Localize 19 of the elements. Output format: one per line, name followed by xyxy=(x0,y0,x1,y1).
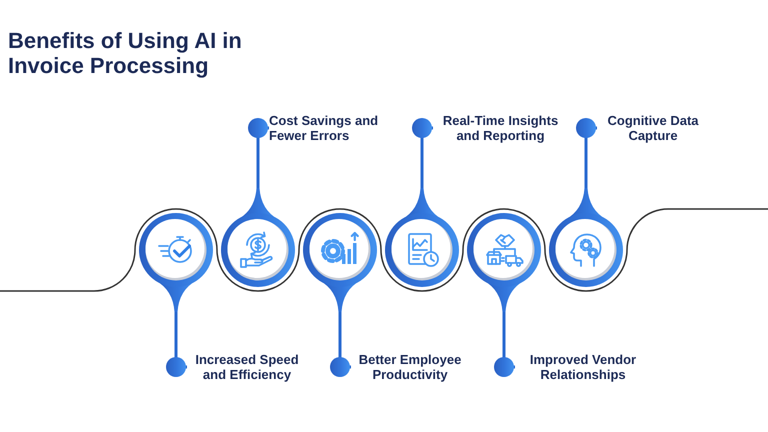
leader-line xyxy=(412,118,433,188)
leader-line xyxy=(248,118,269,188)
icon-pin xyxy=(385,188,459,287)
leader-line xyxy=(494,312,515,377)
benefit-label: Improved Vendor Relationships xyxy=(515,352,651,382)
benefit-label: Increased Speed and Efficiency xyxy=(187,352,307,382)
benefit-label: Cognitive Data Capture xyxy=(597,113,709,143)
benefit-label: Real-Time Insights and Reporting xyxy=(433,113,568,143)
benefit-label: Cost Savings and Fewer Errors xyxy=(269,113,394,143)
icon-pin xyxy=(303,213,377,312)
icon-pin xyxy=(221,188,295,287)
benefit-label: Better Employee Productivity xyxy=(351,352,469,382)
icon-pin xyxy=(139,213,213,312)
icon-pin xyxy=(549,188,623,287)
title: Benefits of Using AI in Invoice Processing xyxy=(8,28,243,78)
leader-line xyxy=(576,118,597,188)
leader-line xyxy=(330,312,351,377)
icon-pin xyxy=(467,213,541,312)
leader-line xyxy=(166,312,187,377)
